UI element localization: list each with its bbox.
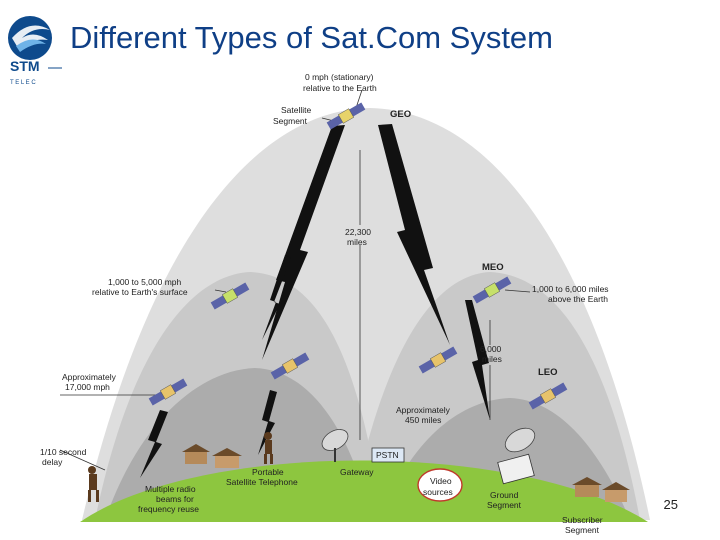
- person-with-phone: [264, 432, 273, 464]
- leo-satellite-4: [528, 382, 568, 410]
- pstn-label: PSTN: [376, 450, 399, 460]
- person-walking: [88, 466, 99, 502]
- leo-speed-label-2: 17,000 mph: [65, 382, 110, 392]
- leo-label: LEO: [538, 367, 558, 378]
- delay-label-2: delay: [42, 457, 63, 467]
- meo-speed-label-1: 1,000 to 5,000 mph: [108, 277, 182, 287]
- village-houses-left: [182, 444, 242, 468]
- portable-phone-label-2: Satellite Telephone: [226, 477, 298, 487]
- leo-satellite-3: [418, 346, 458, 374]
- meo-label: MEO: [482, 262, 504, 273]
- radio-beams-label-2: beams for: [156, 494, 194, 504]
- subscriber-segment-label-1: Subscriber: [562, 515, 603, 525]
- video-sources-label-1: Video: [430, 476, 452, 486]
- stm-logo: STM T E L E C: [8, 16, 62, 86]
- geo-satellite: [326, 102, 366, 130]
- logo-subtext: T E L E C: [10, 80, 36, 86]
- subscriber-segment-label-2: Segment: [565, 525, 600, 535]
- meo-satellite-right: [472, 276, 512, 304]
- logo-text: STM: [10, 58, 40, 74]
- video-sources-oval: [417, 468, 463, 502]
- ground-segment-label-1: Ground: [490, 490, 519, 500]
- leo-satellite-1: [148, 378, 188, 406]
- signal-bolts: [140, 124, 490, 478]
- geo-label: GEO: [390, 109, 411, 120]
- ground-segment-dish: [497, 427, 536, 485]
- page-number: 25: [663, 497, 678, 512]
- meo-satellite-left: [210, 282, 250, 310]
- satellite-segment-label-1: Satellite: [281, 105, 312, 115]
- leo-satellite-2: [270, 352, 310, 380]
- video-sources-label-2: sources: [423, 487, 453, 497]
- page-title: Different Types of Sat.Com System: [70, 20, 553, 55]
- gateway-label: Gateway: [340, 467, 374, 477]
- portable-phone-label-1: Portable: [252, 467, 284, 477]
- geo-speed-label-1: 0 mph (stationary): [305, 72, 374, 82]
- leo-altitude-label-2: 450 miles: [405, 415, 441, 425]
- leo-speed-label-1: Approximately: [62, 372, 117, 382]
- meo-altitude-label-1: 6,000: [480, 344, 502, 354]
- ground-segment-label-2: Segment: [487, 500, 522, 510]
- subscriber-houses: [572, 477, 630, 502]
- geo-speed-label-2: relative to the Earth: [303, 83, 377, 93]
- meo-distance-label-2: above the Earth: [548, 294, 608, 304]
- geo-distance-label-2: miles: [347, 237, 367, 247]
- meo-altitude-label-2: miles: [482, 354, 502, 364]
- pstn-box: [371, 447, 405, 463]
- geo-distance-label-1: 22,300: [345, 227, 371, 237]
- satellite-segment-label-2: Segment: [273, 116, 308, 126]
- leo-altitude-label-1: Approximately: [396, 405, 451, 415]
- delay-label-1: 1/10 second: [40, 447, 87, 457]
- meo-speed-label-2: relative to Earth's surface: [92, 287, 188, 297]
- radio-beams-label-3: frequency reuse: [138, 504, 199, 514]
- meo-distance-label-1: 1,000 to 6,000 miles: [532, 284, 609, 294]
- gateway-dish: [321, 429, 349, 462]
- radio-beams-label-1: Multiple radio: [145, 484, 196, 494]
